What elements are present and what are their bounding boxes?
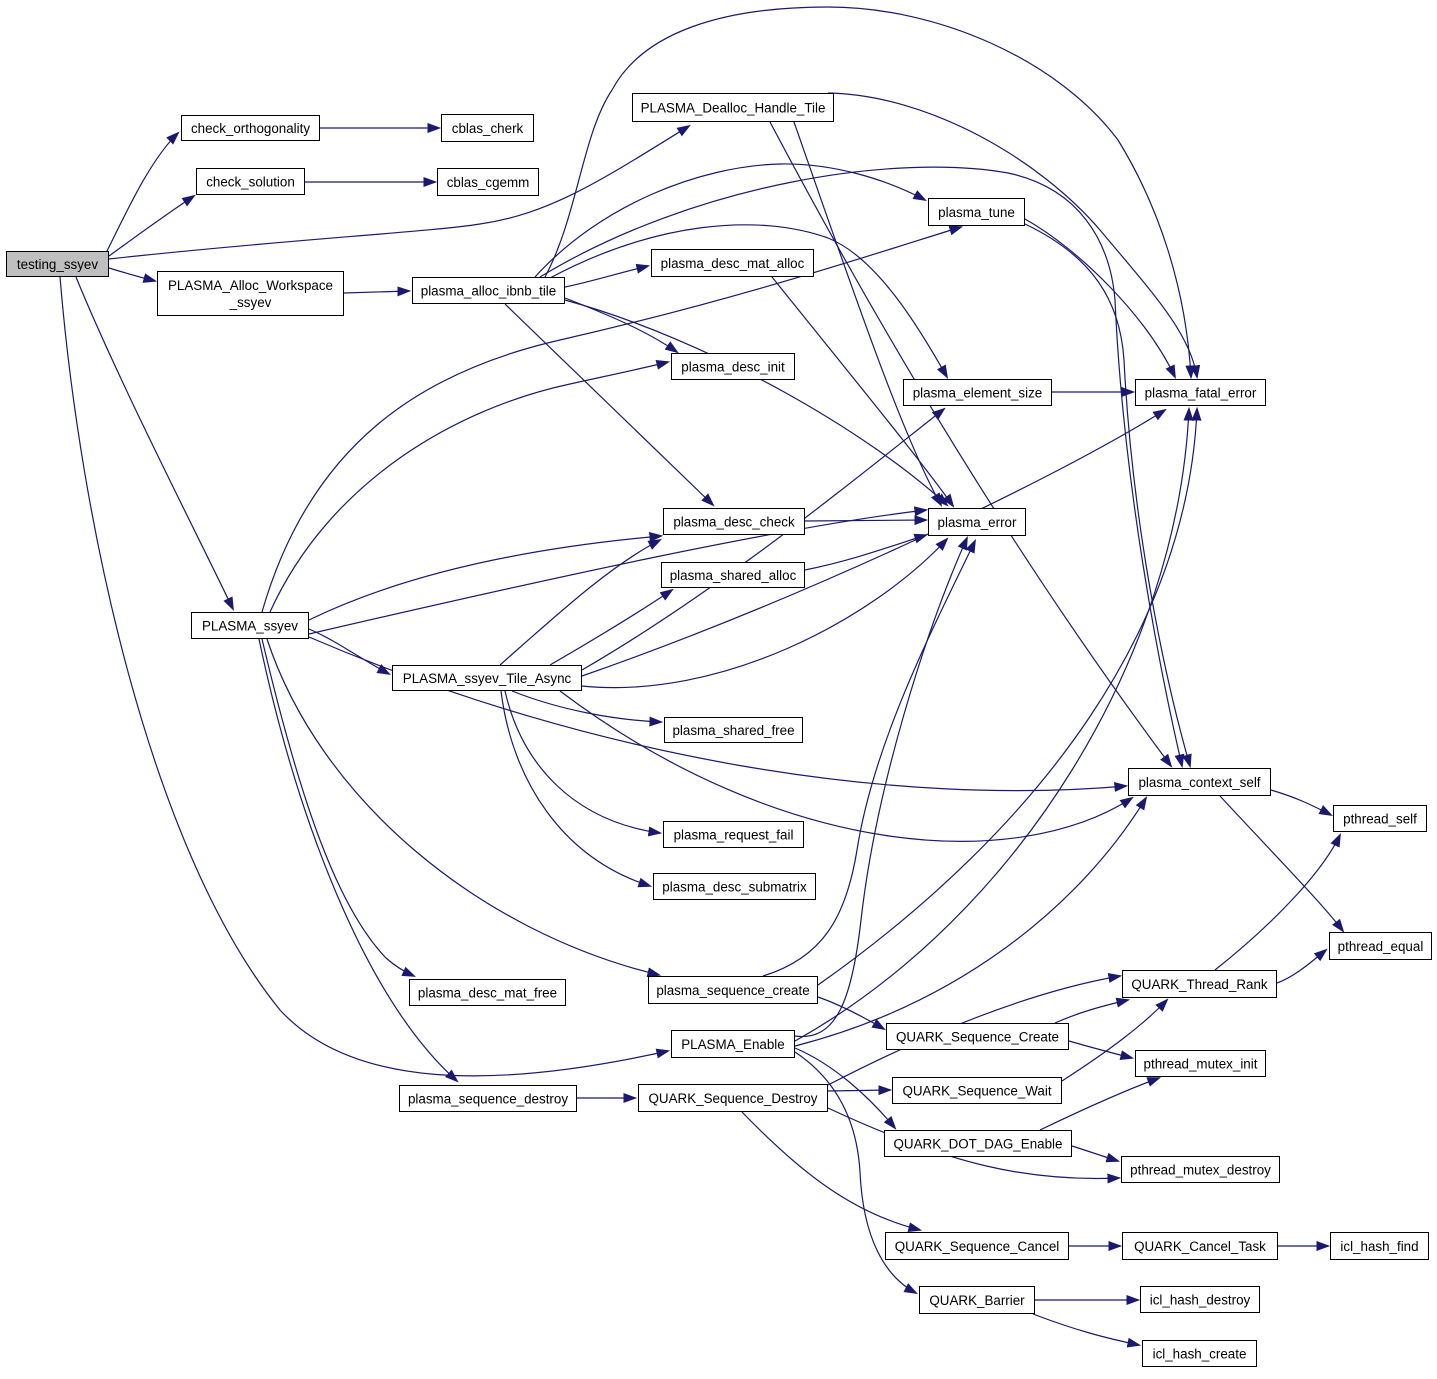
svg-text:plasma_desc_mat_free: plasma_desc_mat_free	[418, 985, 557, 1000]
svg-text:icl_hash_destroy: icl_hash_destroy	[1150, 1292, 1251, 1307]
svg-text:plasma_sequence_create: plasma_sequence_create	[656, 983, 809, 998]
svg-text:pthread_equal: pthread_equal	[1338, 939, 1424, 954]
svg-text:check_solution: check_solution	[206, 174, 295, 189]
svg-text:plasma_fatal_error: plasma_fatal_error	[1145, 385, 1257, 400]
svg-text:QUARK_Sequence_Wait: QUARK_Sequence_Wait	[902, 1083, 1051, 1098]
svg-text:plasma_shared_alloc: plasma_shared_alloc	[670, 568, 797, 583]
svg-text:check_orthogonality: check_orthogonality	[191, 121, 310, 136]
svg-text:QUARK_Sequence_Cancel: QUARK_Sequence_Cancel	[895, 1239, 1060, 1254]
svg-text:PLASMA_Enable: PLASMA_Enable	[681, 1037, 784, 1052]
svg-text:QUARK_Cancel_Task: QUARK_Cancel_Task	[1134, 1239, 1266, 1254]
svg-text:plasma_request_fail: plasma_request_fail	[674, 827, 794, 842]
svg-text:plasma_desc_mat_alloc: plasma_desc_mat_alloc	[661, 256, 805, 271]
svg-text:plasma_desc_init: plasma_desc_init	[681, 359, 785, 374]
svg-text:PLASMA_Dealloc_Handle_Tile: PLASMA_Dealloc_Handle_Tile	[641, 100, 826, 115]
svg-text:PLASMA_ssyev_Tile_Async: PLASMA_ssyev_Tile_Async	[403, 671, 572, 686]
svg-text:QUARK_Sequence_Create: QUARK_Sequence_Create	[896, 1029, 1059, 1044]
svg-text:plasma_desc_check: plasma_desc_check	[673, 514, 795, 529]
svg-text:plasma_context_self: plasma_context_self	[1138, 775, 1260, 790]
svg-text:icl_hash_find: icl_hash_find	[1340, 1239, 1418, 1254]
svg-text:cblas_cgemm: cblas_cgemm	[447, 175, 530, 190]
svg-text:pthread_mutex_init: pthread_mutex_init	[1144, 1056, 1258, 1071]
svg-text:plasma_desc_submatrix: plasma_desc_submatrix	[662, 879, 807, 894]
svg-text:QUARK_Barrier: QUARK_Barrier	[929, 1293, 1025, 1308]
svg-text:plasma_shared_free: plasma_shared_free	[672, 723, 794, 738]
svg-text:pthread_mutex_destroy: pthread_mutex_destroy	[1130, 1162, 1271, 1177]
svg-text:plasma_element_size: plasma_element_size	[913, 385, 1043, 400]
svg-text:cblas_cherk: cblas_cherk	[452, 121, 524, 136]
svg-text:QUARK_Sequence_Destroy: QUARK_Sequence_Destroy	[649, 1091, 818, 1106]
svg-text:plasma_sequence_destroy: plasma_sequence_destroy	[408, 1091, 568, 1106]
svg-text:_ssyev: _ssyev	[229, 295, 272, 310]
svg-text:QUARK_Thread_Rank: QUARK_Thread_Rank	[1131, 977, 1268, 992]
svg-text:PLASMA_ssyev: PLASMA_ssyev	[202, 618, 298, 633]
svg-text:plasma_alloc_ibnb_tile: plasma_alloc_ibnb_tile	[421, 283, 556, 298]
svg-text:plasma_tune: plasma_tune	[938, 205, 1015, 220]
svg-text:icl_hash_create: icl_hash_create	[1153, 1346, 1247, 1361]
svg-text:PLASMA_Alloc_Workspace: PLASMA_Alloc_Workspace	[168, 278, 333, 293]
svg-text:testing_ssyev: testing_ssyev	[17, 257, 98, 272]
svg-text:QUARK_DOT_DAG_Enable: QUARK_DOT_DAG_Enable	[894, 1136, 1063, 1151]
svg-text:plasma_error: plasma_error	[938, 515, 1017, 530]
svg-text:pthread_self: pthread_self	[1343, 811, 1417, 826]
